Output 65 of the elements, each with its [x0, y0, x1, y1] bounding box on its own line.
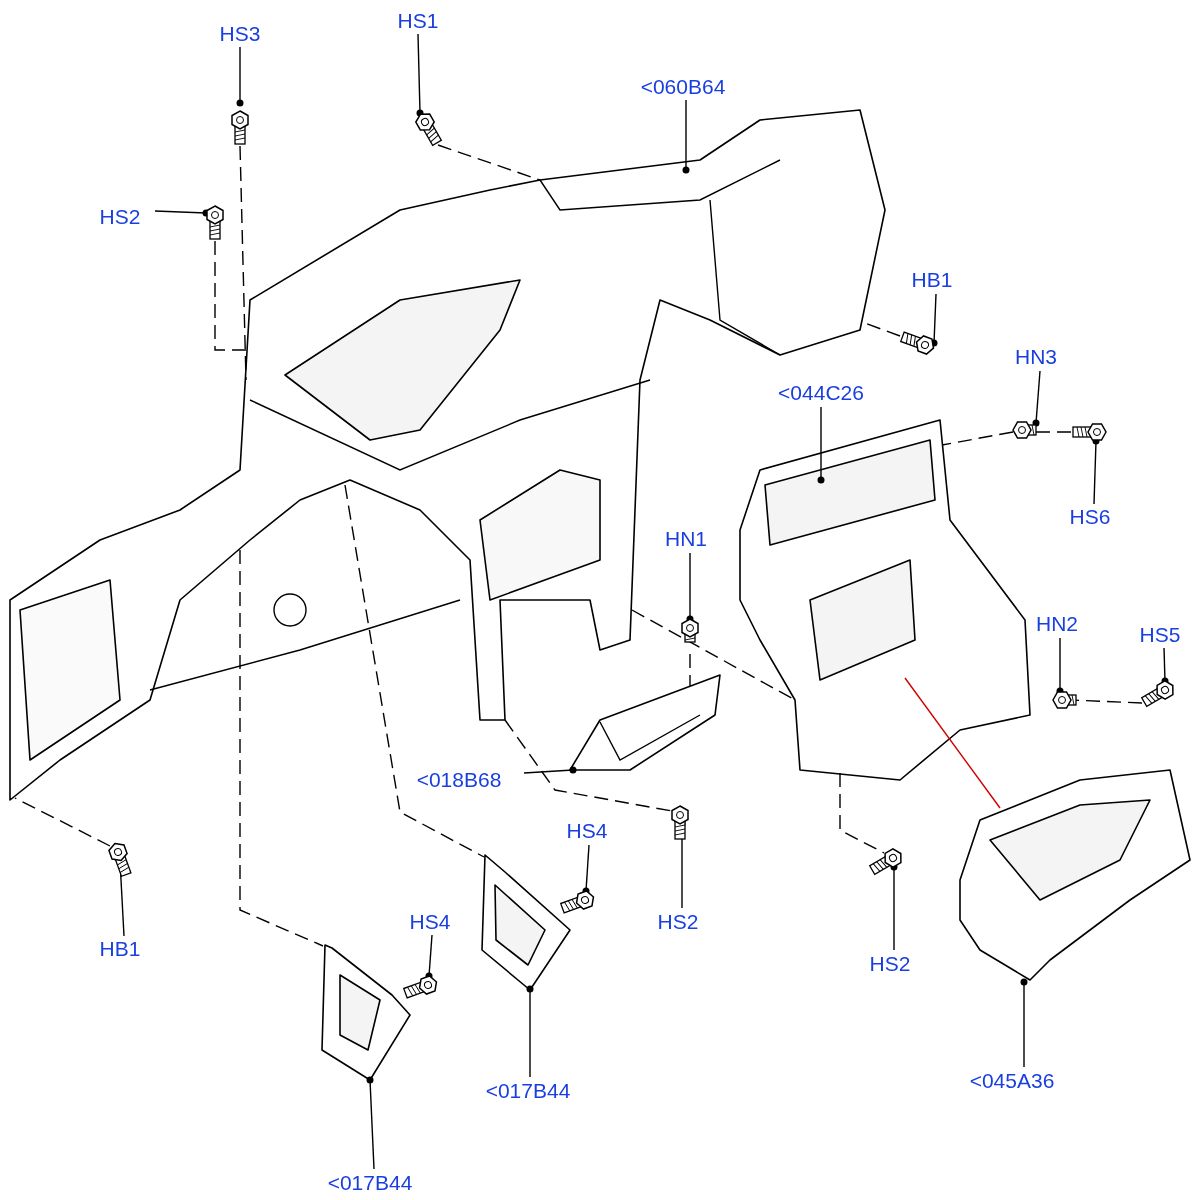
callout-label: HS2 [99, 205, 141, 229]
bolt-icon [868, 847, 902, 876]
callout-label: HN1 [665, 527, 707, 551]
leader-line [416, 33, 424, 117]
bolt-icon [899, 331, 935, 355]
callout-label: HS4 [566, 819, 608, 843]
bolt-icon [231, 110, 249, 145]
bolt-icon [414, 113, 443, 147]
leader-line [523, 766, 577, 774]
assembly-line [504, 719, 673, 812]
callout-label: <017B44 [327, 1171, 413, 1195]
callout-label: <017B44 [485, 1079, 571, 1103]
bolt-icon [402, 975, 438, 999]
leader-line [1020, 978, 1028, 1068]
assembly-line [239, 549, 324, 947]
control-module-drawing [959, 769, 1191, 981]
leader-line [425, 934, 433, 980]
bolt-icon [671, 805, 689, 840]
bolt-icon [206, 205, 224, 240]
leader-line [930, 293, 938, 347]
callout-label: HN2 [1036, 612, 1078, 636]
callout-label: <060B64 [640, 75, 726, 99]
leader-line [682, 99, 690, 174]
leader-line [686, 552, 694, 623]
mounting-bracket-drawing [569, 674, 721, 771]
leader-line [890, 863, 898, 951]
assembly-line [689, 653, 691, 687]
assembly-line [214, 240, 248, 351]
leader-line [236, 46, 244, 107]
bolt-icon [108, 842, 132, 878]
leader-line [817, 406, 825, 484]
assembly-line [14, 797, 111, 847]
assembly-line [941, 431, 1014, 446]
bolt-icon [1140, 679, 1174, 708]
callout-label: <018B68 [416, 768, 502, 792]
mounting-bracket-drawing [481, 854, 571, 991]
callout-label: HB1 [911, 268, 953, 292]
leader-line [582, 844, 590, 895]
callout-label: HS2 [657, 910, 699, 934]
bolt-icon [1072, 423, 1107, 441]
callout-label: HS6 [1069, 505, 1111, 529]
connector-line [904, 677, 1001, 809]
callout-label: <044C26 [778, 381, 864, 405]
support-bracket-drawing [739, 419, 1031, 781]
callout-label: HN3 [1015, 345, 1057, 369]
leader-line [1032, 370, 1041, 427]
callout-label: HS1 [397, 9, 439, 33]
assembly-line [344, 484, 485, 858]
nut-icon [1012, 421, 1037, 439]
callout-label: HS5 [1139, 623, 1181, 647]
assembly-line [839, 772, 885, 854]
callout-label: HB1 [99, 937, 141, 961]
nut-icon [1052, 691, 1077, 709]
callout-label: HS2 [869, 952, 911, 976]
assembly-line [1035, 431, 1072, 433]
callout-label: HS4 [409, 910, 451, 934]
callout-label: HS3 [219, 22, 261, 46]
leader-line [366, 1076, 375, 1170]
nut-icon [681, 618, 699, 643]
leader-line [526, 985, 534, 1078]
callout-label: <045A36 [969, 1069, 1055, 1093]
assembly-line [239, 145, 247, 381]
mounting-bracket-drawing [321, 944, 411, 1081]
assembly-line [437, 144, 541, 181]
bolt-icon [559, 890, 595, 914]
